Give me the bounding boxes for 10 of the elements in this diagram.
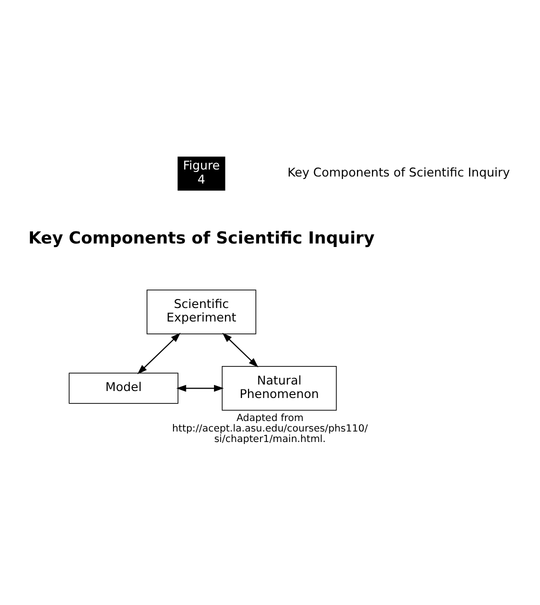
label: Key Components of Scientific Inquiry (287, 166, 510, 180)
node-box: Scientific Experiment (146, 290, 256, 334)
diagram-title: Key Components of Scientific Inquiry (28, 228, 375, 248)
label: Figure 4 (182, 158, 220, 186)
node-box: Model (68, 372, 178, 404)
node-box: Natural Phenomenon (222, 366, 337, 411)
arrow (176, 384, 224, 392)
arrow (222, 332, 258, 368)
caption: Adapted from http://acept.la.asu.edu/courses/phs110/si/chapter1/main.html. (172, 413, 368, 446)
arrow (137, 332, 181, 374)
